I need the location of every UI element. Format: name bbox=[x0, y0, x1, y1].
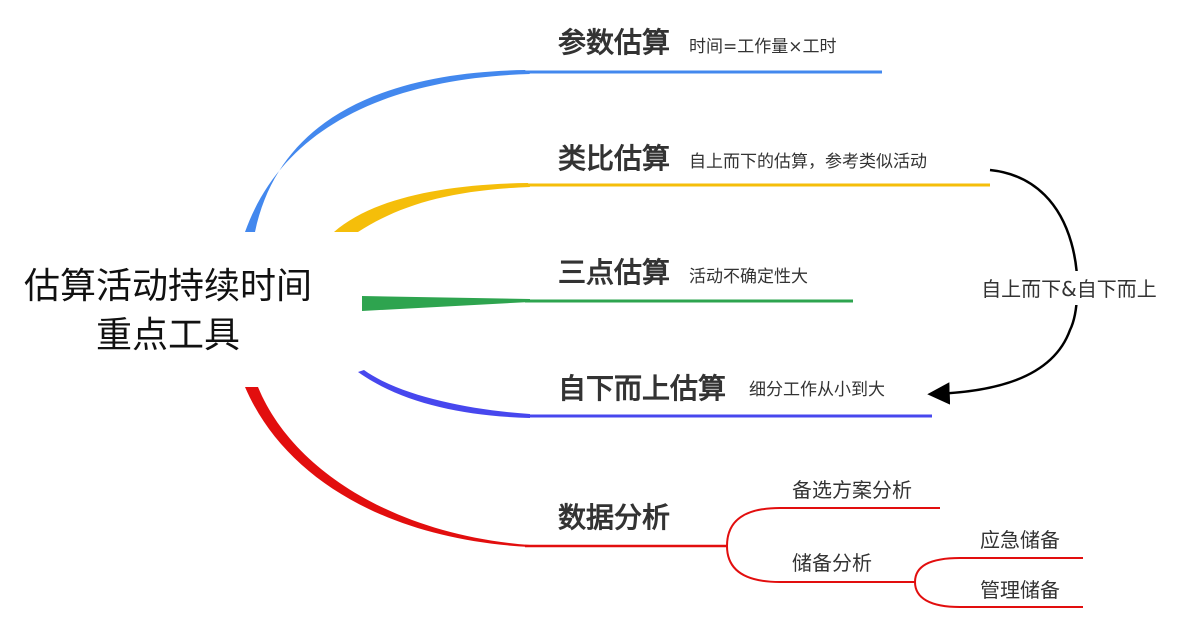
subbranch-connector-1 bbox=[726, 507, 940, 547]
subtopic-contingency-reserve: 应急储备 bbox=[980, 528, 1060, 552]
central-topic-line2: 重点工具 bbox=[96, 315, 240, 356]
branch-title-4: 自下而上估算 bbox=[558, 372, 726, 405]
branch-three-point-estimation[interactable]: 三点估算 活动不确定性大 bbox=[362, 256, 853, 311]
subtopic-reserve-analysis: 储备分析 bbox=[792, 551, 872, 575]
subbranch-connector-2 bbox=[726, 545, 915, 583]
subbranch-connector-4 bbox=[914, 581, 1083, 608]
central-topic[interactable]: 估算活动持续时间 重点工具 bbox=[24, 266, 312, 356]
relationship-label: 自上而下&自下而上 bbox=[981, 277, 1157, 301]
branch-title-2: 类比估算 bbox=[558, 142, 670, 175]
branch-bottom-up-estimation[interactable]: 自下而上估算 细分工作从小到大 bbox=[358, 370, 932, 418]
branch-connector-4 bbox=[358, 370, 530, 418]
relationship-arrow bbox=[927, 168, 1079, 405]
branch-connector-2 bbox=[334, 183, 530, 232]
branch-analogous-estimation[interactable]: 类比估算 自上而下的估算，参考类似活动 bbox=[334, 142, 990, 232]
branch-connector-5 bbox=[245, 387, 530, 547]
subtopic-management-reserve: 管理储备 bbox=[980, 578, 1060, 602]
branch-data-analysis[interactable]: 数据分析 备选方案分析 储备分析 应急储备 管理储备 bbox=[245, 387, 1083, 608]
branch-note-3: 活动不确定性大 bbox=[689, 267, 808, 287]
branch-title-1: 参数估算 bbox=[558, 26, 670, 59]
branch-note-1: 时间=工作量×工时 bbox=[689, 37, 837, 57]
branch-note-2: 自上而下的估算，参考类似活动 bbox=[689, 152, 927, 172]
branch-title-3: 三点估算 bbox=[558, 256, 670, 289]
branch-title-5: 数据分析 bbox=[558, 501, 670, 534]
relationship-label-background bbox=[964, 271, 1174, 305]
branch-parametric-estimation[interactable]: 参数估算 时间=工作量×工时 bbox=[245, 26, 882, 232]
subbranch-connector-3 bbox=[914, 557, 1083, 583]
branch-connector-3 bbox=[362, 296, 530, 311]
branch-note-4: 细分工作从小到大 bbox=[749, 380, 885, 400]
central-topic-line1: 估算活动持续时间 bbox=[24, 266, 312, 307]
relationship-top-down-bottom-up[interactable]: 自上而下&自下而上 bbox=[927, 168, 1174, 405]
subtopic-alternatives-analysis: 备选方案分析 bbox=[792, 478, 912, 502]
